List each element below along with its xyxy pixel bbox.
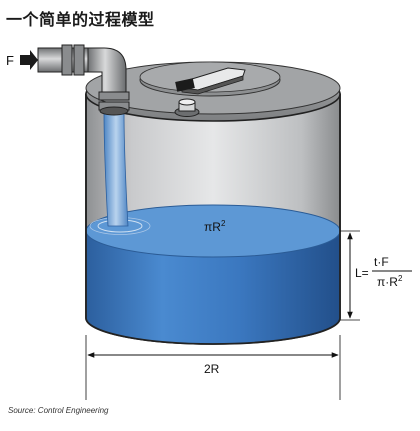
flow-arrow: F [6,50,38,70]
lid-handle [175,67,246,95]
level-dimension [340,230,360,321]
surface-area-label: πR2 [204,219,226,234]
inflow-stream [103,111,129,227]
vent-cap [174,98,200,117]
level-formula-lhs: L= [355,266,369,280]
level-formula: L= t·F π·R2 [355,255,412,289]
level-formula-numerator: t·F [374,255,389,269]
diameter-label: 2R [204,362,220,376]
source-credit: Source: Control Engineering [8,406,109,415]
flow-label: F [6,53,14,68]
level-formula-denominator: π·R2 [377,274,403,289]
inlet-pipe [37,44,130,116]
liquid-volume [85,204,341,345]
diagram-title: 一个简单的过程模型 [6,10,155,29]
diameter-dimension: 2R [85,335,341,400]
